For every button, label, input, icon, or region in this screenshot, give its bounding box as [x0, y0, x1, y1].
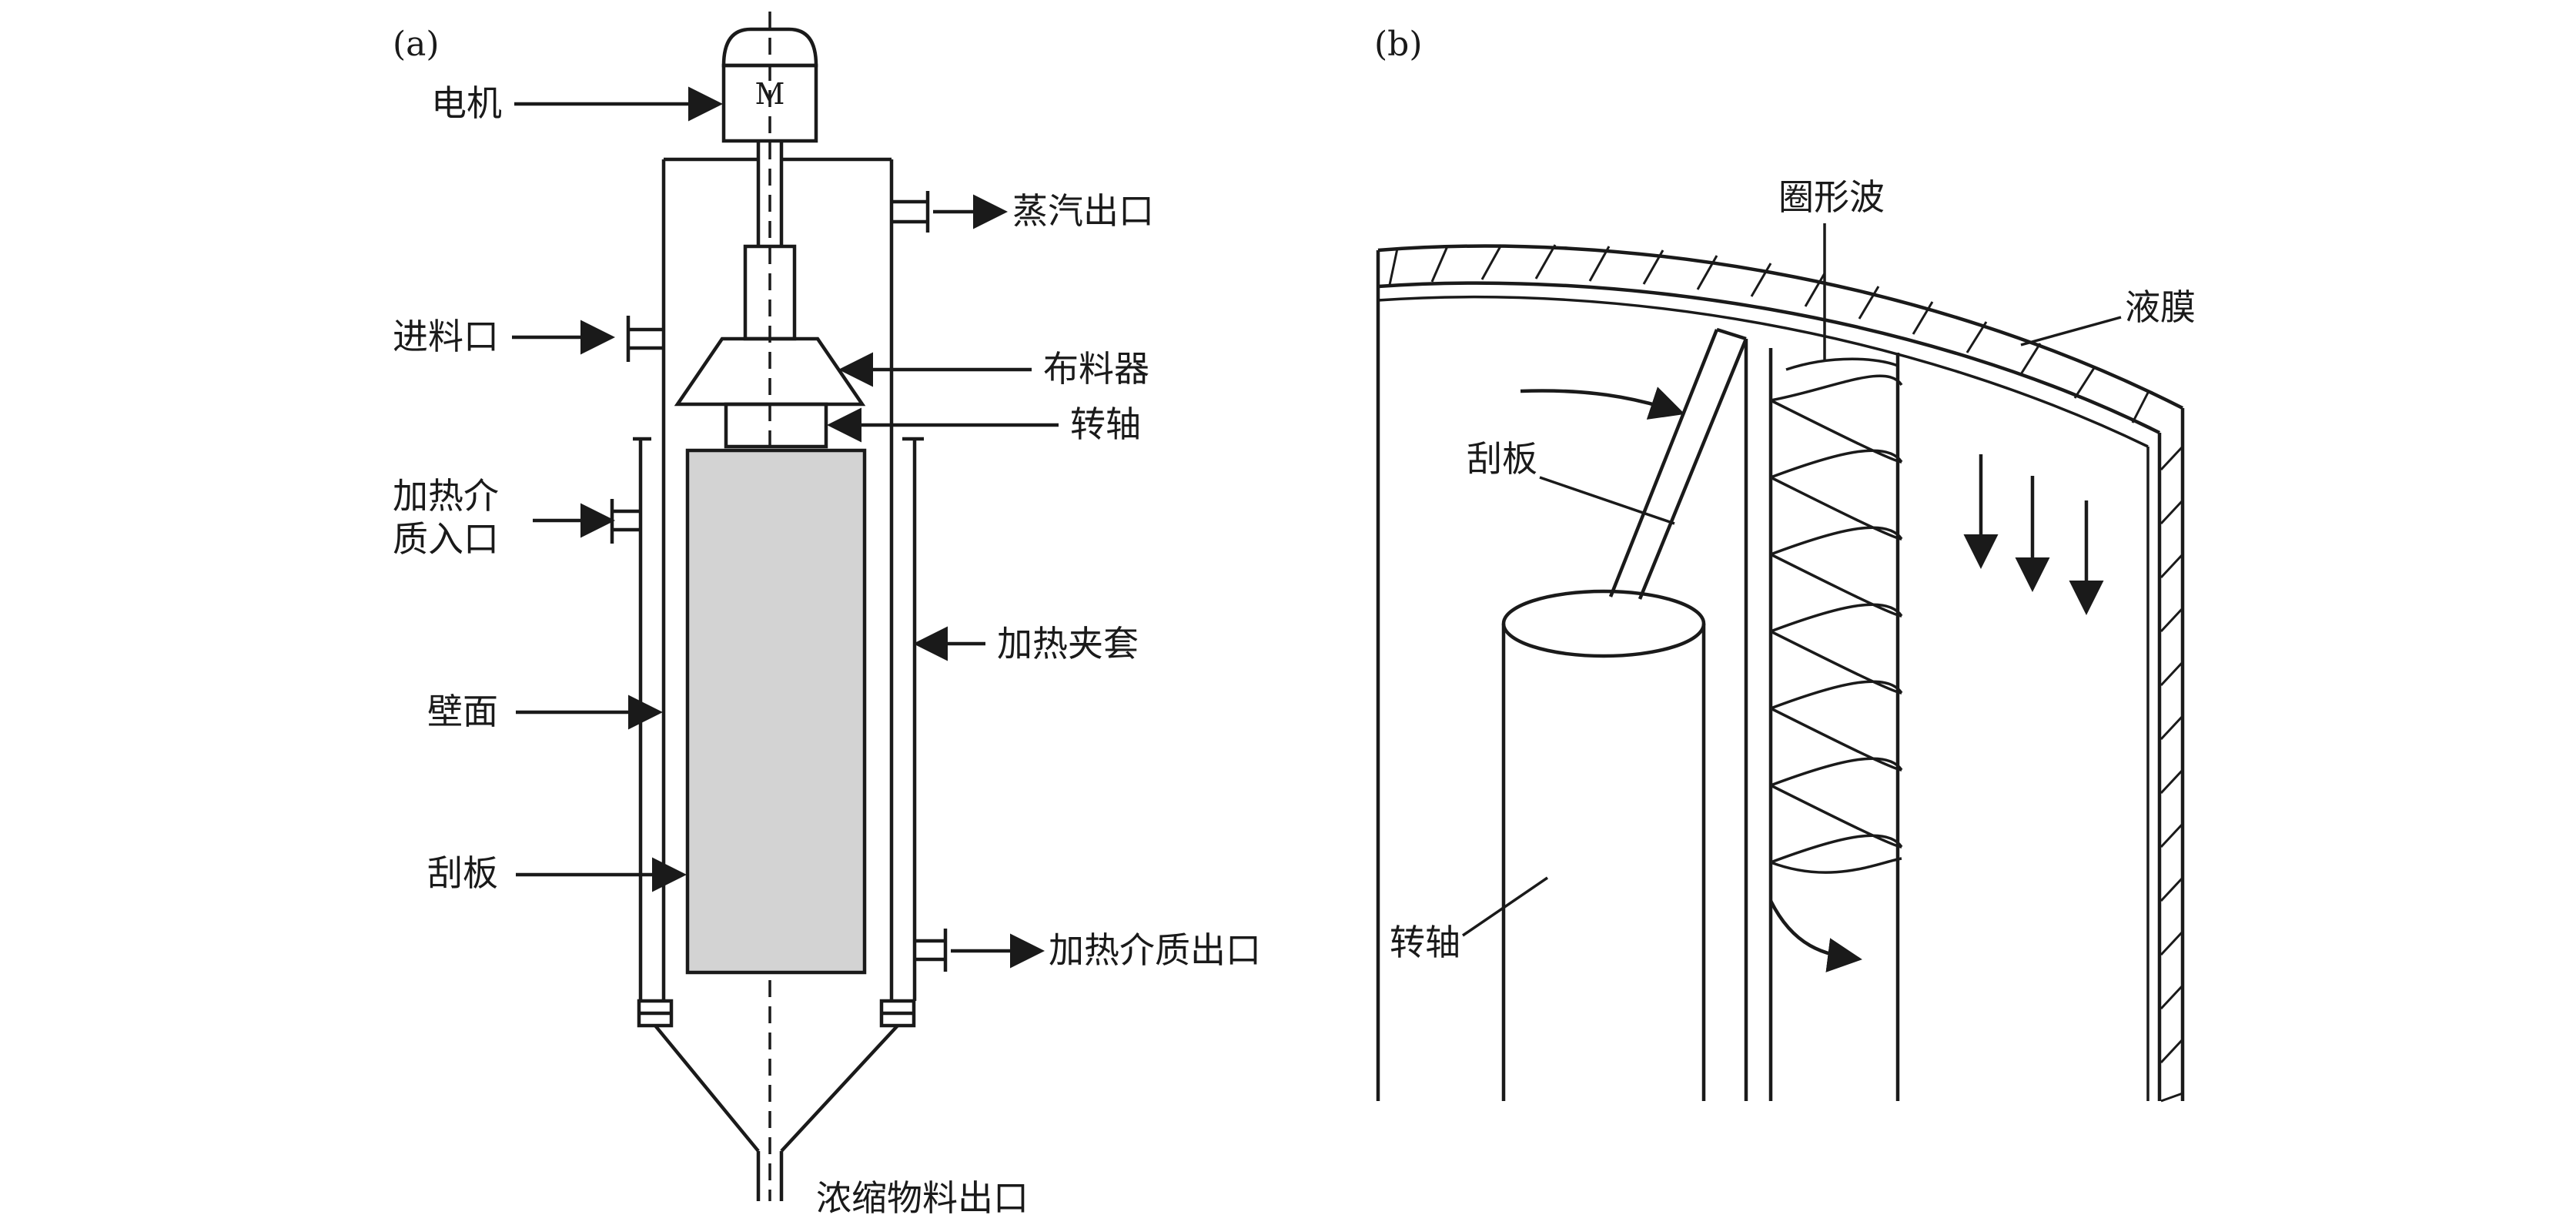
- film-leader: [2020, 316, 2122, 346]
- label-motor: 电机: [431, 82, 502, 124]
- rotating-shaft: [1501, 589, 1706, 1101]
- panel-b-caption: (b): [1374, 25, 1423, 64]
- ring-waves: [1770, 357, 1903, 874]
- label-scraper: 刮板: [427, 852, 498, 894]
- label-ring-wave: 圈形波: [1778, 176, 1885, 218]
- motor-cap: [721, 27, 818, 68]
- label-wall: 壁面: [427, 691, 498, 732]
- panel-b: (b): [1374, 25, 2196, 1103]
- motor-symbol: M: [755, 77, 785, 111]
- rotation-arrow: [1520, 387, 1685, 420]
- panel-a-caption: (a): [393, 25, 440, 64]
- distributor: [674, 336, 866, 407]
- wall-top-inner: [1377, 281, 2161, 435]
- motor-body: [721, 63, 818, 143]
- label-steam-outlet: 蒸汽出口: [1012, 190, 1154, 232]
- label-feed-inlet: 进料口: [393, 316, 499, 357]
- scraper-blade: [1608, 327, 1748, 600]
- label-distributor: 布料器: [1043, 348, 1149, 390]
- wall-hatching: [1388, 244, 2149, 423]
- shaft-collar: [724, 402, 828, 449]
- scraper-section: [1744, 339, 1900, 1101]
- scraper-rotor: [685, 448, 867, 975]
- feed-inlet-nozzle: [626, 316, 664, 362]
- label-heating-inlet-line1: 加热介: [393, 475, 499, 517]
- motor: M: [721, 27, 818, 143]
- bottom-flow-arrow: [1768, 899, 1862, 972]
- heating-inlet-nozzle: [610, 499, 641, 544]
- shaft-leader: [1462, 876, 1548, 937]
- left-flange: [637, 999, 674, 1028]
- liquid-film: [1377, 295, 2149, 448]
- panel-a: (a) M: [393, 12, 1261, 1219]
- right-flange: [879, 999, 916, 1028]
- wall-right-hatching: [2159, 445, 2184, 1103]
- label-heating-outlet: 加热介质出口: [1049, 929, 1261, 971]
- heating-outlet-nozzle: [915, 929, 948, 972]
- label-concentrate-outlet: 浓缩物料出口: [816, 1177, 1029, 1219]
- wall-top-outer: [1377, 244, 2184, 410]
- steam-outlet-nozzle: [892, 191, 930, 233]
- label-shaft: 转轴: [1070, 403, 1141, 445]
- label-scraper-b: 刮板: [1467, 438, 1537, 480]
- scraper-leader: [1539, 476, 1675, 525]
- label-liquid-film: 液膜: [2125, 286, 2196, 328]
- label-shaft-b: 转轴: [1390, 922, 1460, 963]
- label-heating-jacket: 加热夹套: [997, 623, 1139, 664]
- label-heating-inlet-line2: 质入口: [393, 518, 499, 560]
- cone-bottom: [654, 1024, 899, 1201]
